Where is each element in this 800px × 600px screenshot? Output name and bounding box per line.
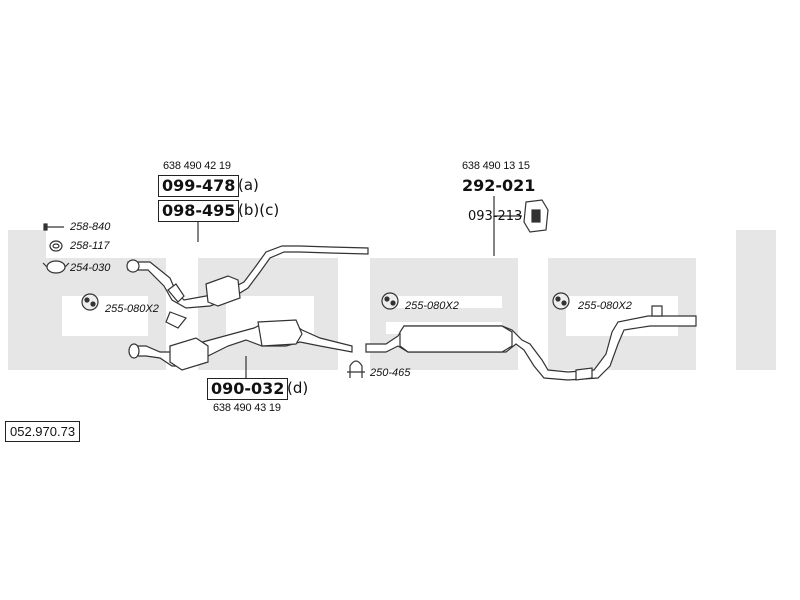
part-number-box[interactable]: 098-495 [158, 200, 240, 222]
front-pipe-lower [128, 319, 353, 371]
rear-pipe-muffler [365, 305, 697, 381]
u-bolt-clamp-icon [347, 360, 365, 378]
rubber-hanger-icon [81, 293, 99, 311]
catalog-number: 052.970.73 [5, 421, 81, 442]
ring-gasket-icon [49, 240, 63, 252]
rubber-hanger-icon [552, 292, 570, 310]
part-variant-suffix: (a) [238, 176, 259, 194]
bolt-icon [43, 223, 64, 231]
hardware-number[interactable]: 255-080X2 [578, 300, 632, 312]
mount-bracket-icon [523, 199, 549, 233]
hose-clamp-icon [42, 260, 70, 274]
oem-number: 638 490 42 19 [163, 160, 231, 172]
oem-number: 638 490 13 15 [462, 160, 530, 172]
part-number-box[interactable]: 090-032 [207, 378, 289, 400]
hardware-number[interactable]: 250-465 [370, 367, 411, 379]
oem-number: 638 490 43 19 [213, 402, 281, 414]
hardware-number[interactable]: 258-117 [70, 240, 110, 252]
front-pipe-upper [126, 245, 369, 329]
part-number[interactable]: 292-021 [462, 176, 536, 195]
hardware-number[interactable]: 254-030 [70, 262, 111, 274]
hardware-number[interactable]: 258-840 [70, 221, 111, 233]
rubber-hanger-icon [381, 292, 399, 310]
mount-part-number[interactable]: 093-213 [468, 209, 523, 224]
part-variant-suffix: (d) [287, 379, 309, 397]
hardware-number[interactable]: 255-080X2 [405, 300, 459, 312]
part-number-box[interactable]: 099-478 [158, 175, 240, 197]
part-variant-suffix: (b)(c) [238, 201, 280, 219]
hardware-number[interactable]: 255-080X2 [105, 303, 159, 315]
